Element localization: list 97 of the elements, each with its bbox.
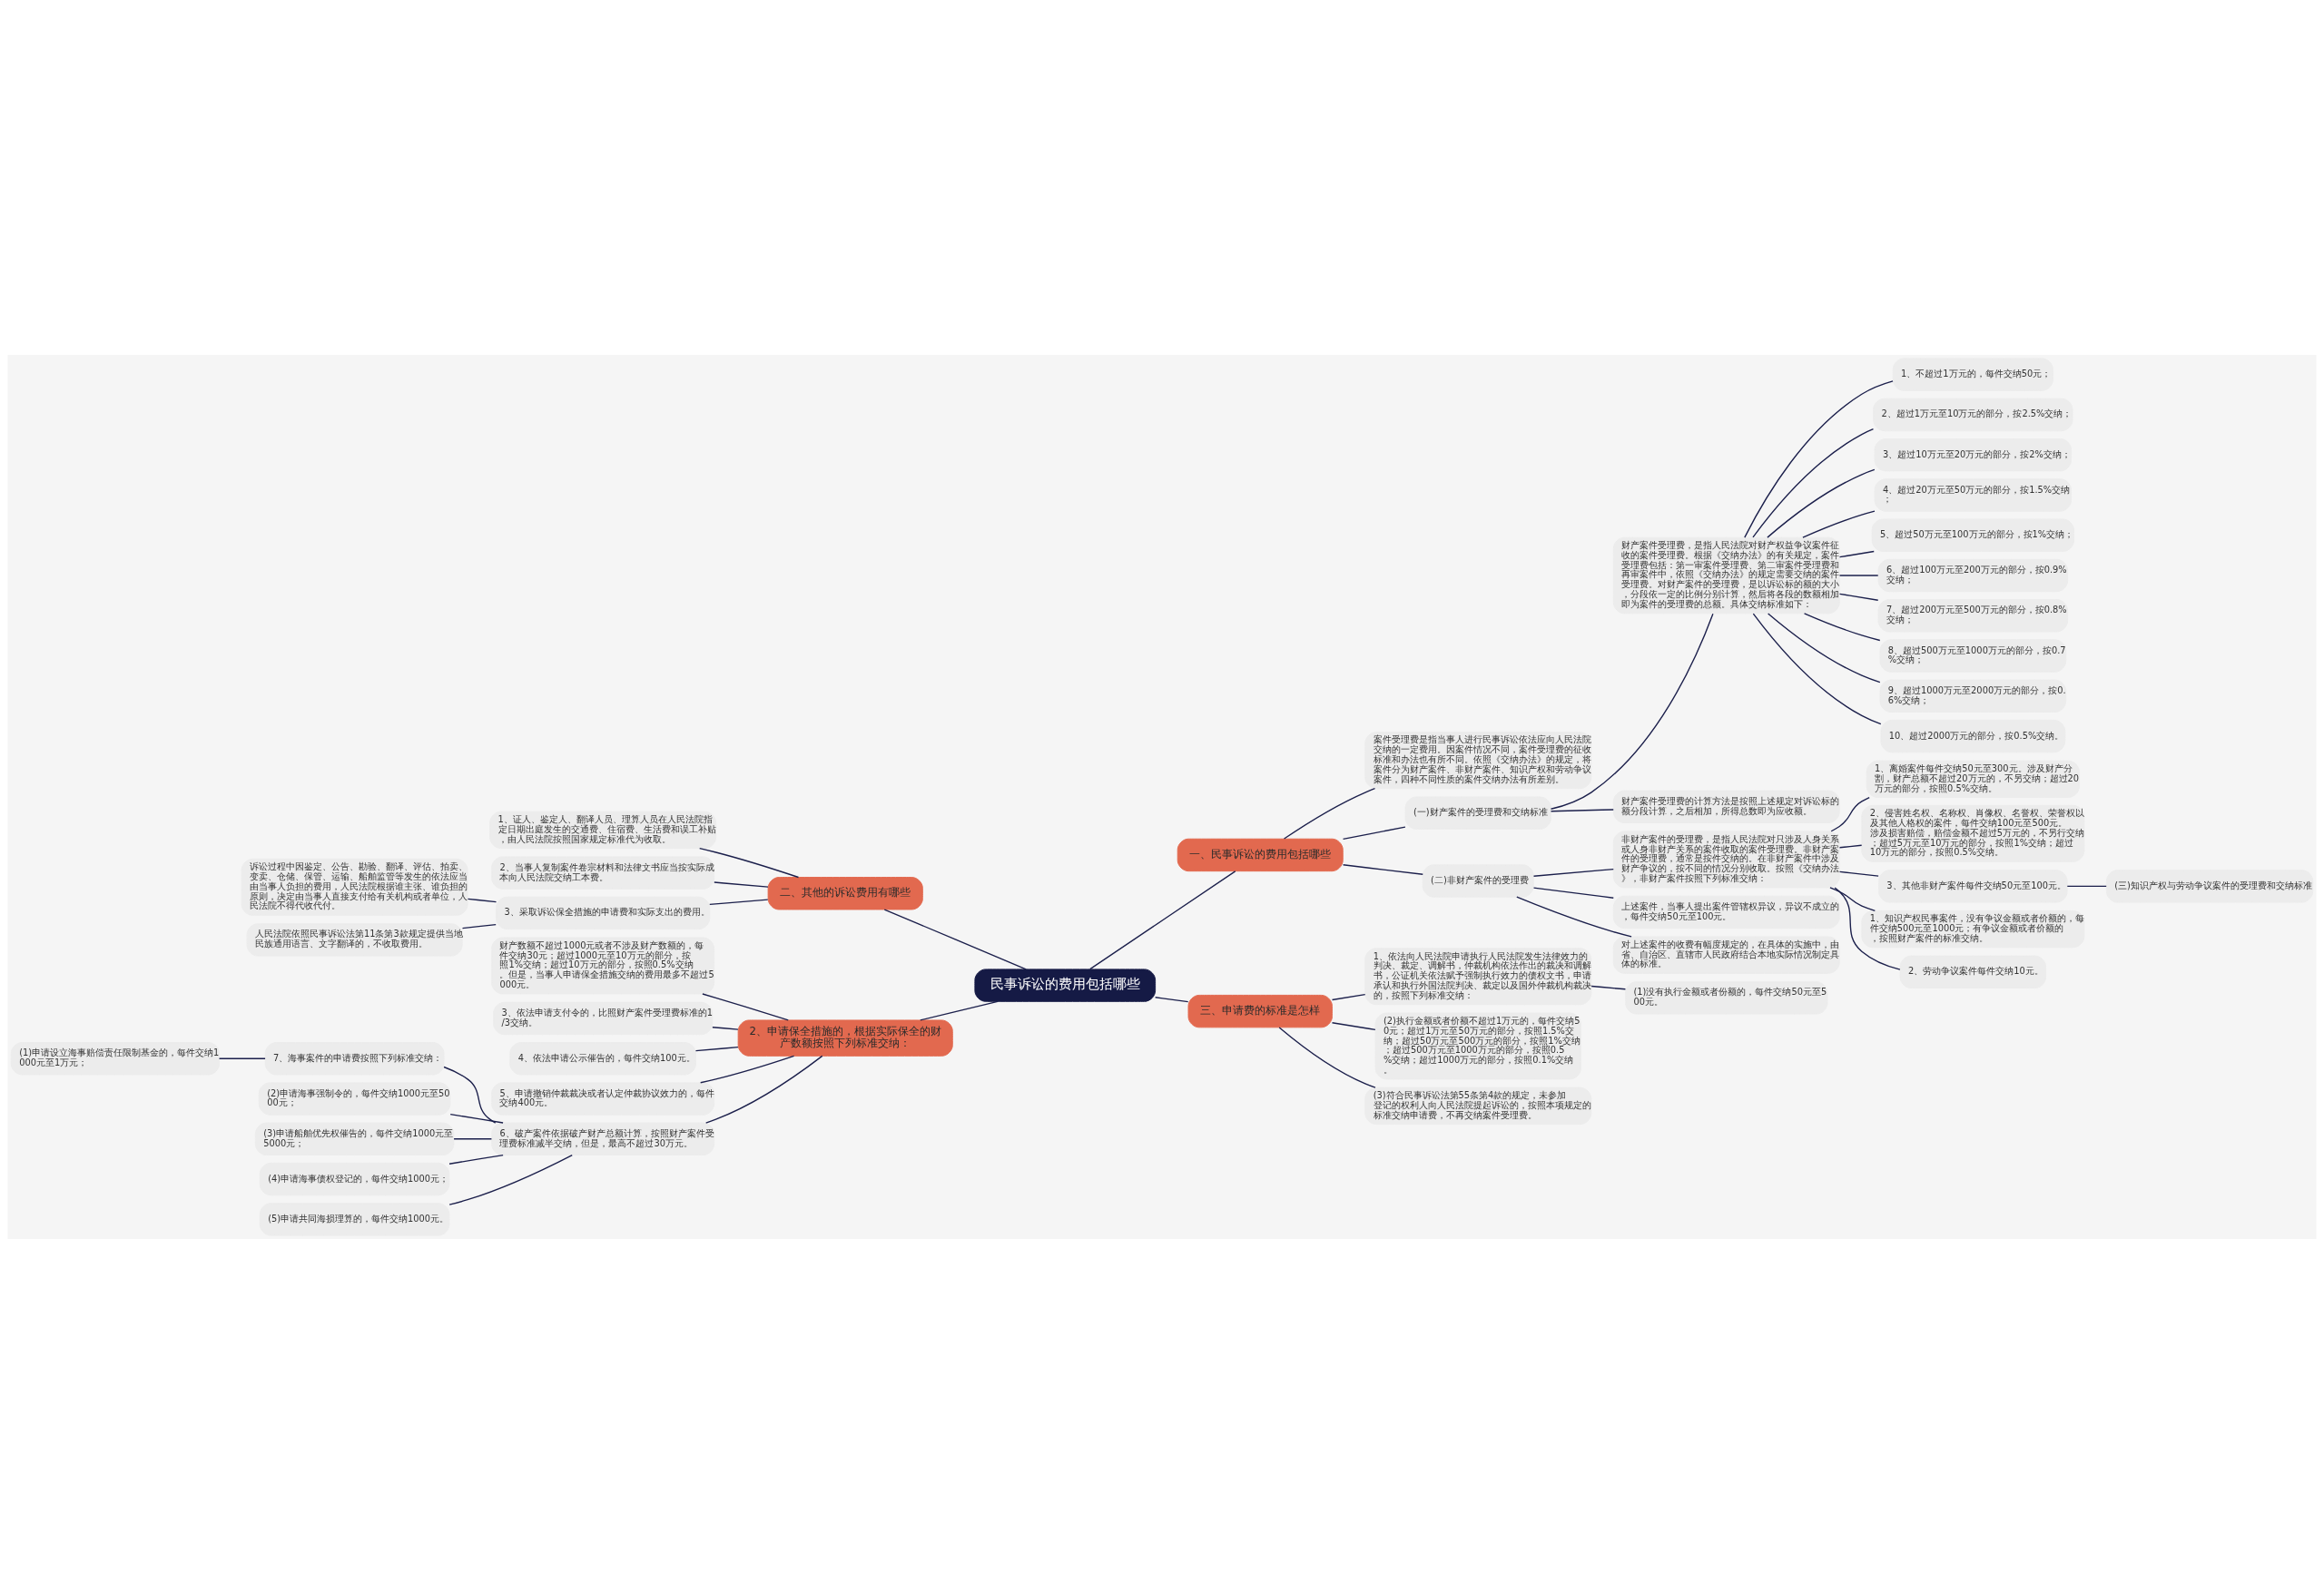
node-box: 二、其他的诉讼费用有哪些 — [767, 876, 923, 910]
node-box: (4)申请海事债权登记的，每件交纳1000元； — [259, 1162, 450, 1195]
node-box: 1、离婚案件每件交纳50元至300元。涉及财产分割，财产总额不超过20万元的，不另交纳；超过20万元的部分，按照0.5%交纳。 — [1866, 760, 2080, 798]
node-box: 7、海事案件的申请费按照下列标准交纳： — [264, 1041, 445, 1075]
connector — [1830, 796, 1870, 831]
node-box: 7、超过200万元至500万元的部分，按0.8%交纳； — [1877, 598, 2069, 632]
connector — [1767, 468, 1876, 538]
node-box: (3)申请船舶优先权催告的，每件交纳1000元至5000元； — [254, 1122, 455, 1155]
node-box: 8、超过500万元至1000万元的部分，按0.7%交纳； — [1879, 638, 2067, 673]
connector — [1838, 844, 1863, 848]
node-box: (一)财产案件的受理费和交纳标准 — [1404, 796, 1551, 830]
node-box: 4、依法申请公示催告的，每件交纳100元。 — [509, 1041, 696, 1075]
connector — [699, 847, 800, 878]
node-box: 3、其他非财产案件每件交纳50元至100元。 — [1878, 869, 2068, 903]
node-box: 1、知识产权民事案件，没有争议金额或者价额的，每件交纳500元至1000元；有争议金额或者价额的，按照财产案件的标准交纳。 — [1861, 910, 2085, 948]
node-box: (2)申请海事强制令的，每件交纳1000元至5000元； — [258, 1081, 451, 1116]
connector — [1838, 574, 1879, 576]
connector — [709, 898, 769, 905]
node-box: 财产数额不超过1000元或者不涉及财产数额的，每件交纳30元；超过1000元至10万元的部分，按照1%交纳；超过10万元的部分，按照0.5%交纳。但是，当事人申请保全措施交纳的费用最多不超过5000元。 — [491, 936, 715, 994]
node-box: 5、申请撤销仲裁裁决或者认定仲裁协议效力的，每件交纳400元。 — [491, 1081, 715, 1116]
node-box: 4、超过20万元至50万元的部分，按1.5%交纳； — [1874, 477, 2073, 512]
connector — [453, 1137, 493, 1139]
connector — [1829, 886, 1876, 911]
node-box: 10、超过2000万元的部分，按0.5%交纳。 — [1880, 719, 2066, 752]
node-box: 1、依法向人民法院申请执行人民法院发生法律效力的判决、裁定、调解书，仲裁机构依法作出的裁决和调解书，公证机关依法赋予强制执行效力的债权文书，申请承认和执行外国法院判决、裁定以及国外仲裁机构裁决的，按照下列标准交纳： — [1364, 947, 1592, 1005]
connector — [1154, 996, 1189, 1002]
connector — [467, 898, 497, 902]
node-box: 人民法院依照民事诉讼法第11条第3款规定提供当地民族通用语言、文字翻译的，不收取费用。 — [246, 922, 463, 957]
node-box: 民事诉讼的费用包括哪些 — [974, 968, 1157, 1002]
connector — [1802, 509, 1876, 538]
connector — [1752, 428, 1875, 538]
connector — [1342, 863, 1423, 875]
connector — [1838, 550, 1875, 557]
node-box: (5)申请共同海损理算的，每件交纳1000元。 — [259, 1202, 450, 1236]
connector — [1550, 808, 1614, 811]
node-box: 1、证人、鉴定人、翻译人员、理算人员在人民法院指定日期出庭发生的交通费、住宿费、生活费和误工补贴，由人民法院按照国家规定标准代为收取。 — [489, 811, 717, 849]
connector — [1590, 985, 1627, 989]
connector — [1532, 868, 1614, 877]
node-box: 2、超过1万元至10万元的部分，按2.5%交纳； — [1873, 398, 2073, 431]
node-box: (1)没有执行金额或者份额的，每件交纳50元至500元。 — [1625, 980, 1828, 1015]
node-box: 9、超过1000万元至2000万元的部分，按0.6%交纳； — [1879, 679, 2067, 713]
connector — [714, 880, 769, 888]
node-box: 3、依法申请支付令的，比照财产案件受理费标准的1/3交纳。 — [493, 1001, 714, 1035]
node-box: 6、破产案件依据破产财产总额计算，按照财产案件受理费标准减半交纳，但是，最高不超过30万元。 — [491, 1122, 715, 1155]
node-box: 一、民事诉讼的费用包括哪些 — [1177, 838, 1344, 871]
connector — [1532, 886, 1614, 899]
node-box: (二)非财产案件的受理费 — [1422, 863, 1534, 898]
connector — [700, 1055, 795, 1083]
connector — [1331, 1021, 1376, 1030]
node-box: 6、超过100万元至200万元的部分，按0.9%交纳； — [1877, 558, 2069, 592]
connector — [1838, 870, 1879, 877]
node-box: 1、不超过1万元的，每件交纳50元； — [1892, 357, 2053, 391]
connector — [461, 923, 497, 929]
node-box: 5、超过50万元至100万元的部分，按1%交纳； — [1871, 518, 2074, 552]
connector — [1283, 787, 1376, 840]
node-box: 2、申请保全措施的，根据实际保全的财产数额按照下列标准交纳： — [737, 1018, 953, 1057]
connector — [883, 908, 1027, 970]
connector — [1767, 612, 1881, 683]
connector — [694, 1046, 739, 1051]
connector — [1550, 613, 1714, 810]
connector — [1834, 886, 1901, 970]
node-box: (三)知识产权与劳动争议案件的受理费和交纳标准 — [2105, 869, 2314, 903]
node-box: 案件受理费是指当事人进行民事诉讼依法应向人民法院交纳的一定费用。因案件情况不同，案件受理费的征收标准和办法也有所不同。依照《交纳办法》的规定，将案件分为财产案件、非财产案件、知识产权和劳动争议案件，四种不同性质的案件交纳办法有所差别。 — [1364, 731, 1592, 789]
connector — [1089, 870, 1236, 969]
node-box: 诉讼过程中因鉴定、公告、勘验、翻译、评估、拍卖、变卖、仓储、保管、运输、船舶监管等发生的依法应当由当事人负担的费用，人民法院根据谁主张、谁负担的原则，决定由当事人直接支付给有关机构或者单位，人民法院不得代收代付。 — [241, 858, 468, 916]
connector — [1803, 612, 1881, 641]
node-box: 财产案件受理费的计算方法是按照上述规定对诉讼标的额分段计算，之后相加，所得总数即为应收额。 — [1612, 790, 1840, 823]
connector — [704, 1055, 823, 1124]
connector — [448, 1154, 504, 1165]
connector — [1744, 379, 1894, 538]
connector — [702, 992, 789, 1021]
connector — [712, 1026, 739, 1030]
node-box: 上述案件，当事人提出案件管辖权异议，异议不成立的，每件交纳50元至100元。 — [1612, 895, 1840, 929]
node-box: (2)执行金额或者价额不超过1万元的，每件交纳50元；超过1万元至50万元的部分，按照1.5%交纳；超过50万元至500万元的部分，按照1%交纳；超过500万元至1000万元的部分，按照0.5%交纳；超过1000万元的部分，按照0.1%交纳。 — [1374, 1012, 1581, 1079]
connector — [1838, 593, 1879, 601]
node-box: 三、申请费的标准是怎样 — [1187, 994, 1333, 1028]
connector — [1278, 1026, 1376, 1088]
connector — [1516, 896, 1632, 938]
node-box: 非财产案件的受理费，是指人民法院对只涉及人身关系或人身非财产关系的案件收取的案件受理费。非财产案件的受理费，通常是按件交纳的。在非财产案件中涉及财产争议的，按不同的情况分别收取。按照《交纳办法》，非财产案件按照下列标准交纳： — [1612, 830, 1840, 888]
node-box: 3、超过10万元至20万元的部分，按2%交纳； — [1874, 438, 2073, 471]
connector — [1331, 993, 1366, 1000]
node-box: 财产案件受理费，是指人民法院对财产权益争议案件征收的案件受理费。根据《交纳办法》的有关规定，案件受理费包括：第一审案件受理费、第二审案件受理费和再审案件中，依照《交纳办法》的规定需要交纳的案件受理费。对财产案件的受理费，是以诉讼标的额的大小，分段依一定的比例分别计算，然后将各段的数额相加即为案件的受理费的总额。具体交纳标准如下： — [1612, 536, 1840, 614]
connector — [1752, 612, 1882, 724]
connector — [443, 1066, 497, 1124]
connector — [218, 1057, 266, 1059]
connector — [920, 1000, 999, 1021]
node-box: (1)申请设立海事赔偿责任限制基金的，每件交纳1000元至1万元； — [10, 1041, 221, 1075]
connector — [1342, 825, 1406, 840]
node-box: (3)符合民事诉讼法第55条第4款的规定，未参加登记的权利人向人民法院提起诉讼的，按照本项规定的标准交纳申请费，不再交纳案件受理费。 — [1364, 1087, 1592, 1125]
node-box: 2、当事人复制案件卷宗材料和法律文书应当按实际成本向人民法院交纳工本费。 — [491, 855, 715, 890]
connector — [2066, 885, 2107, 887]
connector — [449, 1113, 504, 1124]
node-box: 2、劳动争议案件每件交纳10元。 — [1899, 955, 2046, 988]
connector — [448, 1154, 573, 1205]
node-box: 对上述案件的收费有幅度规定的，在具体的实施中，由省、自治区、直辖市人民政府结合本地实际情况制定具体的标准。 — [1612, 936, 1840, 974]
node-box: 3、采取诉讼保全措施的申请费和实际支出的费用。 — [496, 896, 711, 929]
node-box: 2、侵害姓名权、名称权、肖像权、名誉权、荣誉权以及其他人格权的案件，每件交纳100元至500元。涉及损害赔偿，赔偿金额不超过5万元的，不另行交纳；超过5万元至10万元的部分，按照1%交纳；超过10万元的部分，按照0.5%交纳。 — [1861, 804, 2085, 862]
